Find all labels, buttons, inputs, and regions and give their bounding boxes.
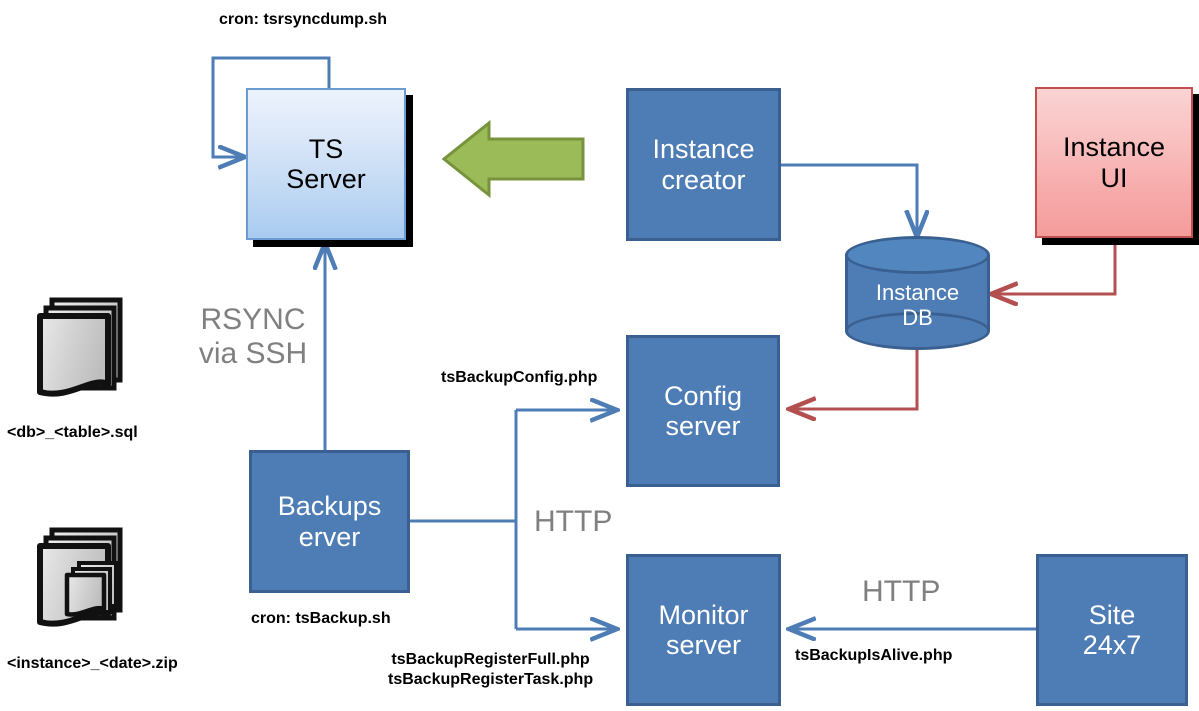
wire-instancecreator-to-instancedb	[780, 163, 917, 236]
node-backup-server[interactable]: Backups erver	[249, 450, 410, 593]
node-site-24x7[interactable]: Site 24x7	[1036, 554, 1188, 706]
node-site-24x7-label: Site 24x7	[1082, 599, 1142, 660]
caption-tsbackupconfig: tsBackupConfig.php	[441, 369, 598, 386]
node-instance-creator-label: Instance creator	[652, 134, 755, 195]
node-instance-db[interactable]: Instance DB	[845, 236, 990, 350]
document-stack-sql-caption: <db>_<table>.sql	[7, 424, 138, 441]
caption-cron-tsrsyncdump: cron: tsrsyncdump.sh	[219, 11, 388, 28]
node-monitor-server-label: Monitor server	[658, 599, 749, 660]
node-instance-ui[interactable]: Instance UI	[1035, 87, 1193, 238]
protocol-label-http-right: HTTP	[862, 575, 941, 608]
left-arrow-icon	[441, 119, 585, 199]
wire-instanceui-to-instancedb	[992, 238, 1117, 294]
node-instance-ui-label: Instance UI	[1062, 132, 1166, 193]
document-stack-icon	[37, 297, 123, 397]
caption-cron-tsbackup: cron: tsBackup.sh	[251, 610, 391, 627]
node-config-server-label: Config server	[663, 380, 743, 441]
node-instance-db-label: Instance DB	[875, 280, 960, 331]
protocol-label-rsync: RSYNC via SSH	[198, 303, 308, 370]
node-backup-server-label: Backups erver	[277, 491, 382, 552]
instance-db-top	[845, 236, 990, 274]
node-config-server[interactable]: Config server	[626, 335, 780, 487]
document-stack-zip-caption: <instance>_<date>.zip	[7, 655, 178, 672]
wire-instancedb-to-configserver	[790, 348, 919, 409]
node-monitor-server[interactable]: Monitor server	[626, 554, 781, 706]
caption-tsbackupregister: tsBackupRegisterFull.php tsBackupRegiste…	[388, 651, 594, 688]
protocol-label-http-left: HTTP	[534, 505, 613, 538]
node-ts-server-label: TS Server	[286, 133, 366, 194]
node-ts-server[interactable]: TS Server	[246, 88, 406, 240]
instance-db-bottom	[845, 312, 990, 350]
node-instance-creator[interactable]: Instance creator	[626, 88, 781, 241]
document-stack-zip-icon	[37, 527, 123, 627]
caption-tsbackupisalive: tsBackupIsAlive.php	[795, 647, 953, 664]
